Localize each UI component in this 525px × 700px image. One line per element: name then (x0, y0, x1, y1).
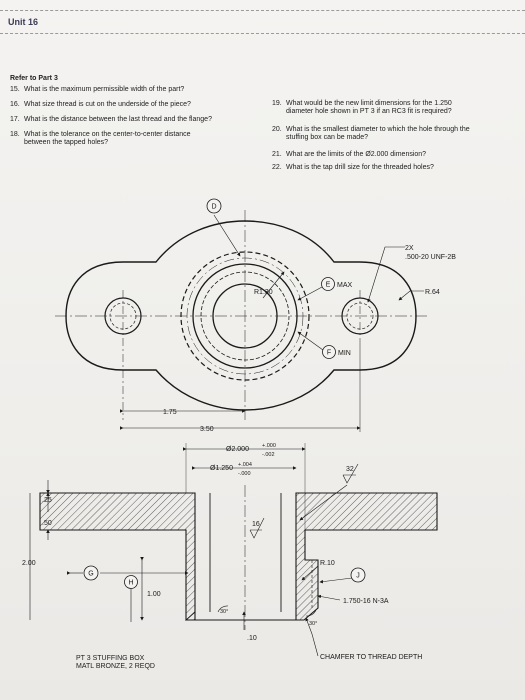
question-number: 18. (10, 131, 20, 138)
question-21: 21. What are the limits of the Ø2.000 dim… (272, 151, 426, 159)
header-rule-top (0, 10, 525, 11)
angle-30-right-label: 30° (309, 621, 317, 627)
finish-16-label: 16 (252, 521, 260, 528)
bubble-j (350, 567, 366, 583)
question-text: What is the smallest diameter to which t… (286, 126, 470, 133)
question-18-continued: between the tapped holes? (24, 139, 109, 146)
part-label-line2: MATL BRONZE, 2 REQD (76, 663, 155, 670)
dia1250-label: Ø1.250 (210, 465, 233, 472)
question-number: 20. (272, 126, 282, 133)
finish-32-symbol (342, 463, 359, 484)
question-15: 15. What is the maximum permissible width… (10, 86, 184, 94)
bubble-e-label: E (326, 282, 331, 289)
question-text: What is the distance between the last th… (24, 116, 212, 123)
thread-bottom-label: 1.750-16 N-3A (343, 598, 389, 605)
header-rule-bottom (0, 33, 525, 34)
r10-label: R.10 (320, 560, 335, 567)
left-flange-section (39, 492, 196, 621)
question-text: What is the maximum permissible width of… (24, 86, 185, 93)
bubble-f-leader (297, 331, 324, 351)
question-text: What is the tap drill size for the threa… (286, 164, 434, 171)
question-number: 22. (272, 164, 282, 171)
r64-leader (398, 290, 424, 301)
question-17: 17. What is the distance between the last… (10, 116, 212, 124)
dim-175-label: 1.75 (163, 409, 177, 416)
chamfer-note: CHAMFER TO THREAD DEPTH (320, 654, 422, 661)
dia1250-tol-down: -.000 (238, 471, 251, 477)
bubble-d-leader (213, 214, 241, 257)
question-18: 18. What is the tolerance on the center-t… (10, 131, 191, 139)
unit-title: Unit 16 (8, 17, 39, 27)
bubble-f (322, 345, 336, 359)
question-text: What are the limits of the Ø2.000 dimens… (286, 151, 427, 158)
question-20: 20. What is the smallest diameter to whic… (272, 126, 470, 134)
angle-30-left (217, 605, 229, 613)
bubble-e-leader (297, 286, 323, 301)
dia2000-tol-down: -.002 (262, 452, 275, 458)
section-view (39, 485, 438, 630)
bottom-chamfer (184, 611, 297, 621)
question-20-continued: stuffing box can be made? (286, 134, 368, 141)
finish-32-label: 32 (346, 466, 354, 473)
bubble-d (206, 198, 222, 214)
part-label-line1: PT 3 STUFFING BOX (76, 655, 145, 662)
refer-heading: Refer to Part 3 (10, 75, 58, 82)
chamfer-leader (305, 617, 319, 657)
question-text: What is the tolerance on the center-to-c… (24, 131, 191, 138)
thread-bottom-leader (317, 594, 341, 601)
bubble-e (321, 277, 335, 291)
dia2000-tol-up: +.000 (262, 443, 276, 449)
flange-outline (65, 220, 417, 411)
bubble-d-label: D (211, 204, 216, 211)
r130-label: R1.30 (254, 289, 273, 296)
question-number: 21. (272, 151, 282, 158)
dim-50-label: .50 (42, 520, 52, 527)
angle-30-right (305, 609, 317, 617)
r130-leader (262, 271, 285, 299)
finish-16-symbol (249, 517, 265, 539)
dim-100-label: 1.00 (147, 591, 161, 598)
right-body-section (295, 492, 438, 621)
finish-32-leader (299, 484, 348, 521)
question-19-continued: diameter hole shown in PT 3 if an RC3 fi… (286, 108, 452, 115)
bubble-j-leader (319, 577, 353, 584)
thread-2x-label: 2X (405, 245, 414, 252)
question-22: 22. What is the tap drill size for the th… (272, 164, 434, 172)
r64-label: R.64 (425, 289, 440, 296)
bubble-h (124, 575, 138, 589)
bubble-g-label: G (88, 571, 93, 578)
question-number: 17. (10, 116, 20, 123)
dim-10-label: .10 (247, 635, 257, 642)
question-number: 19. (272, 100, 282, 107)
question-number: 16. (10, 101, 20, 108)
dia1250-tol-up: +.004 (238, 462, 252, 468)
dim-25-label: .25 (42, 497, 52, 504)
part-label: PT 3 STUFFING BOX MATL BRONZE, 2 REQD (76, 655, 155, 671)
bubble-f-label: F (327, 350, 331, 357)
dim-350-label: 3.50 (200, 426, 214, 433)
question-19: 19. What would be the new limit dimension… (272, 100, 452, 108)
r10-leader (301, 565, 319, 581)
bubble-g (83, 565, 99, 581)
thread-spec-label: .500-20 UNF-2B (405, 254, 456, 261)
section-dimensions (29, 443, 359, 657)
bubble-h-label: H (128, 580, 133, 587)
thread-callout-leader (367, 246, 405, 303)
dia2000-label: Ø2.000 (226, 446, 249, 453)
question-number: 15. (10, 86, 20, 93)
question-text: What size thread is cut on the underside… (24, 101, 191, 108)
min-label: MIN (338, 350, 351, 357)
top-view (55, 210, 430, 432)
angle-30-left-label: 30° (220, 609, 228, 615)
question-16: 16. What size thread is cut on the unders… (10, 101, 191, 109)
bubble-j-label: J (356, 573, 360, 580)
dim-200-label: 2.00 (22, 560, 36, 567)
question-text: What would be the new limit dimensions f… (286, 100, 452, 107)
max-label: MAX (337, 282, 353, 289)
